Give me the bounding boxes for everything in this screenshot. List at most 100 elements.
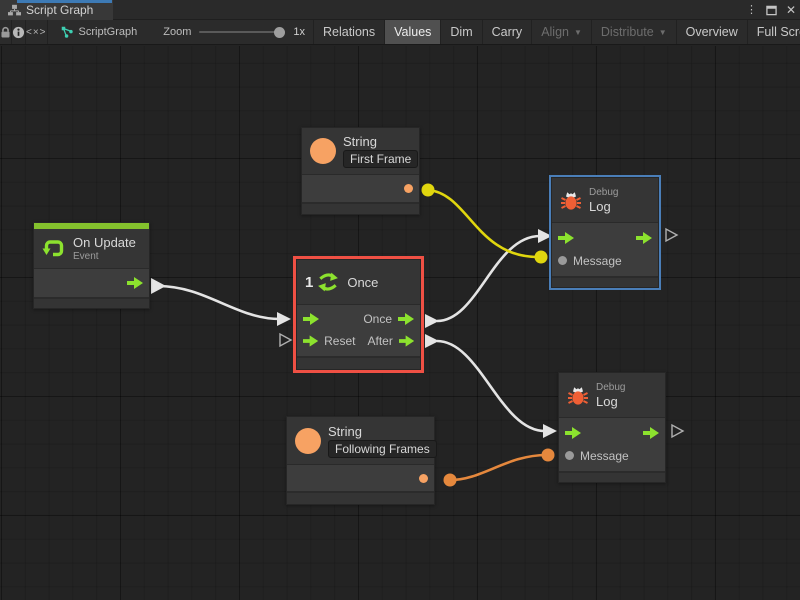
event-node-accent-bar [34,223,149,229]
relations-button[interactable]: Relations [314,20,386,44]
node-once[interactable]: 1 Once Once [296,259,421,370]
flow-out-port[interactable] [643,426,659,439]
node-string-following-frames[interactable]: String Following Frames [286,416,437,505]
distribute-label: Distribute [600,25,654,39]
node-on-update[interactable]: On Update Event [33,222,150,309]
script-graph-asset-icon [61,26,73,38]
graph-identity: ScriptGraph [48,20,138,44]
node-title: String [343,134,377,149]
node-subtitle: Debug [596,381,626,393]
string-value-field[interactable]: Following Frames [328,439,437,458]
align-dropdown[interactable]: Align ▼ [532,20,592,44]
toolbar-buttons: Relations Values Dim Carry Align ▼ Distr… [312,20,800,44]
close-icon[interactable]: ✕ [785,3,796,17]
code-view-button[interactable]: <×> [26,20,48,44]
graph-toolbar: <×> ScriptGraph Zoom 1x Relations Values… [0,20,800,45]
bug-icon [561,192,581,210]
wire-once-to-debug-top[interactable] [436,234,541,323]
flow-out-port-once[interactable] [398,312,414,325]
node-footer [34,297,149,308]
info-icon [12,26,25,38]
carry-button[interactable]: Carry [483,20,533,44]
graph-canvas[interactable]: On Update Event String First Frame [0,46,800,600]
once-number: 1 [305,273,314,291]
value-out-port[interactable] [404,184,413,193]
wire-arrowhead [543,424,557,438]
wire-arrowhead [277,312,291,326]
string-value-icon [310,138,336,164]
tab-label: Script Graph [26,3,94,17]
bug-icon [568,387,588,405]
inspect-button[interactable] [12,20,26,44]
flow-out-port[interactable] [636,231,652,244]
zoom-slider[interactable] [199,26,286,38]
kebab-menu-icon[interactable]: ⋮ [745,3,757,16]
align-label: Align [541,25,569,39]
node-title: String [328,423,362,439]
unconnected-port-triangle-reset[interactable] [279,332,293,348]
string-value-icon [295,427,321,454]
chevron-down-icon: ▼ [658,27,667,37]
flow-in-port-reset[interactable] [303,334,319,347]
value-out-port[interactable] [419,473,428,483]
values-button[interactable]: Values [385,20,442,44]
flow-out-port[interactable] [127,277,143,289]
node-footer [559,471,665,482]
tab-strip: Script Graph ⋮ ✕ [0,0,800,20]
node-title: Log [589,198,611,214]
wire-endpoint-dot [534,250,548,264]
lock-icon [1,26,10,37]
lock-button[interactable] [0,20,12,44]
active-tab-accent [17,0,112,3]
zoom-slider-handle[interactable] [274,27,286,38]
port-label-message: Message [573,253,622,268]
maximize-icon[interactable] [766,5,777,16]
full-screen-button[interactable]: Full Screen [756,25,800,39]
node-subtitle: Event [73,251,99,262]
update-loop-icon [42,239,64,256]
flow-out-port-after[interactable] [398,334,414,347]
node-debug-log-bottom[interactable]: Debug Log Message [558,372,666,483]
port-label-once: Once [363,311,392,326]
flow-in-port[interactable] [565,426,581,439]
node-footer [297,356,420,369]
port-label-message: Message [580,448,629,463]
zoom-control: Zoom 1x [137,20,311,44]
wire-string-first-to-message[interactable] [427,188,539,259]
unconnected-port-triangle-debug-bottom[interactable] [671,423,685,439]
node-string-first-frame[interactable]: String First Frame [301,127,420,215]
port-label-reset: Reset [324,333,356,348]
window-controls: ⋮ ✕ [746,0,796,20]
wire-source-arrow [425,314,439,328]
wire-string-following-to-message[interactable] [449,453,548,482]
wire-endpoint-dot [421,183,435,197]
node-footer [287,491,434,504]
wire-source-arrow [151,278,166,294]
overview-button[interactable]: Overview [677,20,748,44]
wire-onupdate-to-once[interactable] [157,284,281,321]
dim-button[interactable]: Dim [441,20,483,44]
once-cycle-icon [318,272,339,292]
message-in-port[interactable] [558,256,567,265]
node-debug-log-top[interactable]: Debug Log Message [551,177,659,288]
unconnected-port-triangle-debug-top[interactable] [665,227,679,243]
graph-name-label: ScriptGraph [78,26,138,38]
graph-hierarchy-icon [8,4,21,15]
node-footer [302,202,419,214]
string-value-field[interactable]: First Frame [343,150,419,168]
node-title: Once [347,274,379,290]
zoom-slider-track [199,31,286,33]
tab-script-graph[interactable]: Script Graph [0,0,113,20]
flow-in-port[interactable] [303,312,319,325]
chevron-down-icon: ▼ [573,27,582,37]
wire-after-to-debug-bottom[interactable] [436,339,546,433]
message-in-port[interactable] [565,451,574,460]
port-label-after: After [367,333,393,348]
wire-source-arrow [425,334,439,348]
distribute-dropdown[interactable]: Distribute ▼ [592,20,677,44]
flow-in-port[interactable] [558,231,574,244]
zoom-value: 1x [293,26,305,38]
node-title: Log [596,393,618,409]
node-title: On Update [73,235,136,250]
